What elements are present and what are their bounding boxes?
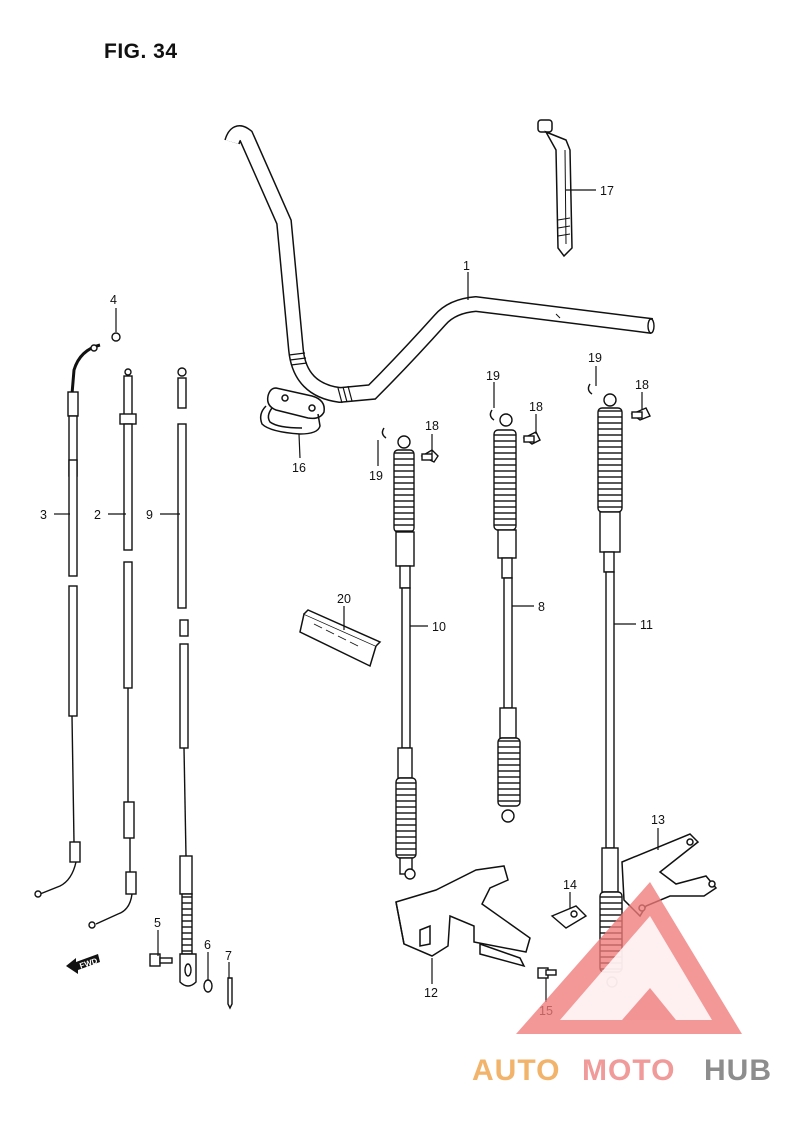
part-label-17: 17 — [600, 184, 614, 198]
part-label-11: 11 — [640, 618, 653, 632]
reverse-cable — [597, 393, 623, 988]
part-label-14: 14 — [563, 878, 577, 892]
part-label-6: 6 — [204, 938, 211, 952]
fasteners — [149, 953, 557, 1010]
watermark-moto: MOTO — [582, 1054, 675, 1087]
part-label-2: 2 — [94, 508, 101, 522]
watermark-auto: AUTO — [472, 1054, 560, 1087]
part-label-18-left: 18 — [425, 419, 439, 433]
part-label-18-right: 18 — [635, 378, 649, 392]
part-label-19-left: 19 — [369, 469, 383, 483]
forward-badge-label: FWD — [79, 956, 99, 970]
part-label-5: 5 — [154, 916, 161, 930]
part-label-7: 7 — [225, 949, 232, 963]
part-label-3: 3 — [40, 508, 47, 522]
watermark-hub: HUB — [704, 1054, 772, 1087]
clamp-plate — [299, 609, 382, 668]
bolts-and-clips — [111, 332, 651, 463]
part-label-18-mid: 18 — [529, 400, 543, 414]
handlebar-holder — [259, 387, 325, 435]
part-label-16: 16 — [292, 461, 306, 475]
part-label-10: 10 — [432, 620, 446, 634]
speedometer-cable — [177, 367, 197, 987]
part-label-20: 20 — [337, 592, 351, 606]
part-label-4: 4 — [110, 293, 117, 307]
cable-strap — [537, 119, 573, 258]
part-label-19-right: 19 — [588, 351, 602, 365]
part-label-8: 8 — [538, 600, 545, 614]
handlebar — [224, 125, 655, 404]
leader-lines — [54, 189, 659, 1002]
part-label-1: 1 — [463, 259, 470, 273]
brake-cable — [493, 413, 521, 823]
throttle-cable — [34, 343, 101, 898]
figure-title: FIG. 34 — [104, 40, 178, 63]
cable-clip — [550, 905, 588, 929]
forward-arrow-icon: FWD — [66, 954, 100, 974]
part-label-13: 13 — [651, 813, 665, 827]
part-label-9: 9 — [146, 508, 153, 522]
part-label-19-mid: 19 — [486, 369, 500, 383]
watermark-logo: AUTO MOTO HUB — [472, 882, 772, 1087]
cable-bracket — [395, 865, 531, 968]
part-label-12: 12 — [424, 986, 438, 1000]
choke-cable — [88, 368, 137, 929]
clutch-cable — [393, 435, 417, 880]
